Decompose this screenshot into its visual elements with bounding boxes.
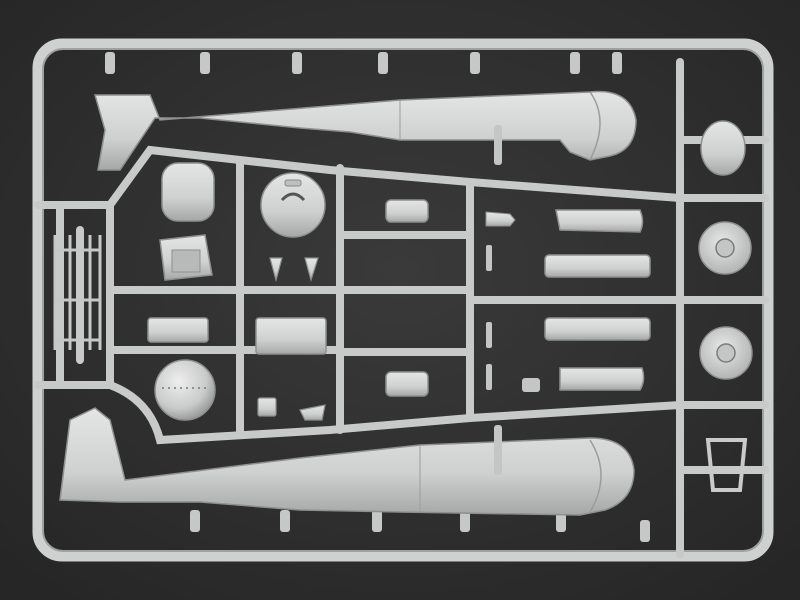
small-bracket <box>299 404 326 421</box>
cylinder-part-top <box>385 199 429 223</box>
gate-stubs <box>105 52 650 542</box>
fuselage-half-lower <box>59 407 635 516</box>
wheel-upper <box>698 221 752 275</box>
gate-pins <box>486 125 540 475</box>
prop-blades <box>269 257 319 283</box>
seat-part <box>159 234 213 281</box>
landing-gear-frame <box>705 438 748 492</box>
panel-top-left <box>161 162 215 222</box>
flap-parts <box>544 209 651 391</box>
oval-panel-right <box>700 120 746 176</box>
ladder-parts <box>53 235 102 350</box>
small-pin-part <box>485 211 516 227</box>
small-square-part <box>257 397 277 417</box>
small-block <box>147 317 209 343</box>
cowling-sphere <box>154 359 216 421</box>
round-bulkhead <box>260 172 326 238</box>
fuselage-half-upper <box>94 90 637 171</box>
wheel-lower <box>699 326 753 380</box>
cylinder-part-bottom <box>385 371 429 397</box>
instrument-panel <box>255 317 327 355</box>
